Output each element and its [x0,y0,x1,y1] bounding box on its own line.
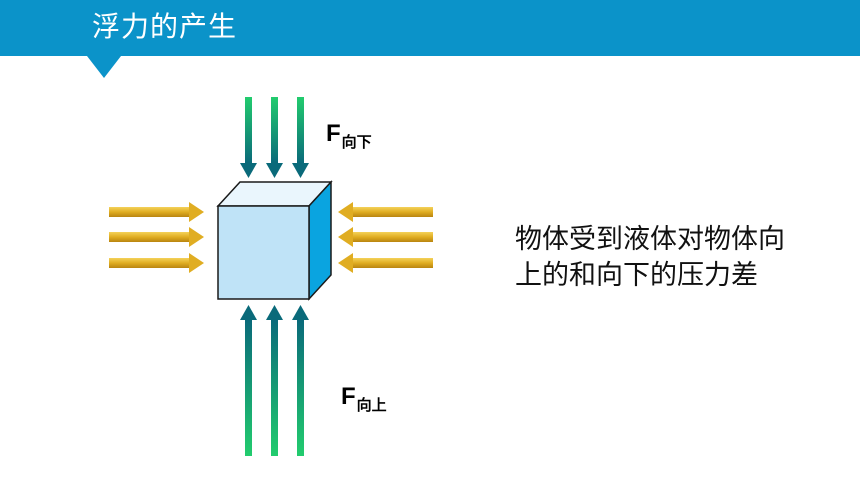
up-arrow-2 [266,305,283,456]
force-up-label: F向上 [341,383,387,414]
right-pointing-arrow-3 [109,253,204,273]
slide-title: 浮力的产生 [92,10,238,43]
right-side-arrows-icon [338,202,433,273]
left-pointing-arrow-1 [338,202,433,222]
up-arrow-3 [292,305,309,456]
up-arrows-icon [240,305,309,456]
description-text: 物体受到液体对物体向 上的和向下的压力差 [515,222,855,294]
up-arrow-1 [240,305,257,456]
down-arrow-3 [292,97,309,178]
down-arrow-2 [266,97,283,178]
left-pointing-arrow-2 [338,227,433,247]
description-line-1: 物体受到液体对物体向 [515,224,785,255]
cube-front-face [217,205,310,300]
title-pointer-icon [87,56,121,78]
force-down-symbol: F [326,120,341,147]
force-down-subscript: 向下 [341,134,372,151]
left-pointing-arrow-3 [338,253,433,273]
force-up-symbol: F [341,383,356,410]
title-bar [0,0,860,56]
right-pointing-arrow-1 [109,202,204,222]
description-line-2: 上的和向下的压力差 [515,260,758,291]
right-pointing-arrow-2 [109,227,204,247]
force-up-subscript: 向上 [356,397,387,414]
down-arrows-icon [240,97,309,178]
force-down-label: F向下 [326,120,372,151]
left-side-arrows-icon [109,202,204,273]
down-arrow-1 [240,97,257,178]
cube-icon [216,180,333,301]
